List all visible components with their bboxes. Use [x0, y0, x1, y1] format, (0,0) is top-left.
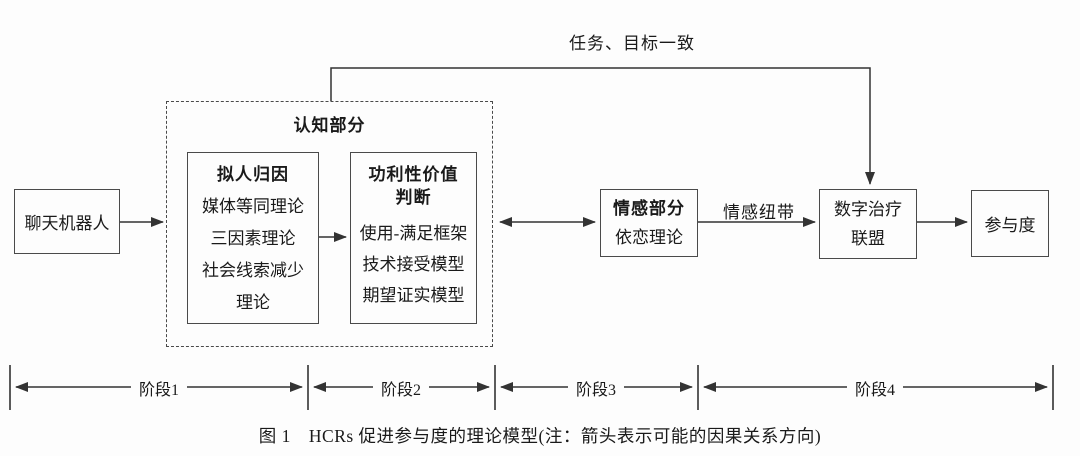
node-alliance-line1: 数字治疗 — [834, 200, 902, 219]
node-anthropomorphic-title: 拟人归因 — [217, 165, 289, 184]
node-chatbot-label: 聊天机器人 — [24, 214, 110, 233]
theory-line: 媒体等同理论 — [202, 197, 304, 216]
task-goal-label: 任务、目标一致 — [569, 34, 695, 53]
node-utilitarian-title-line2: 判断 — [395, 188, 432, 207]
figure-caption: 图 1 HCRs 促进参与度的理论模型(注：箭头表示可能的因果关系方向) — [258, 426, 822, 446]
theory-line: 技术接受模型 — [362, 255, 465, 274]
node-engagement: 参与度 — [971, 190, 1049, 257]
theory-line: 使用-满足框架 — [359, 224, 468, 243]
node-chatbot: 聊天机器人 — [14, 189, 120, 254]
node-digital-therapeutic-alliance: 数字治疗 联盟 — [819, 189, 917, 259]
node-emotion-theory: 依恋理论 — [615, 228, 683, 247]
theory-line: 社会线索减少 — [202, 261, 304, 280]
theory-line: 期望证实模型 — [362, 286, 465, 305]
emotional-bond-label: 情感纽带 — [723, 203, 795, 222]
stage-1-label: 阶段1 — [130, 376, 188, 400]
node-utilitarian-value: 功利性价值 判断 使用-满足框架 技术接受模型 期望证实模型 — [350, 152, 477, 324]
node-utilitarian-title-line1: 功利性价值 — [368, 165, 459, 184]
group-cognitive: 认知部分 — [166, 101, 493, 347]
theory-line: 理论 — [236, 293, 270, 312]
node-emotion-title: 情感部分 — [613, 199, 685, 218]
stage-4-label: 阶段4 — [846, 376, 904, 400]
stage-3-label: 阶段3 — [567, 376, 625, 400]
node-emotion: 情感部分 依恋理论 — [600, 189, 698, 257]
theory-line: 三因素理论 — [210, 229, 296, 248]
group-cognitive-title: 认知部分 — [293, 116, 366, 135]
node-engagement-label: 参与度 — [984, 216, 1036, 235]
node-alliance-line2: 联盟 — [851, 229, 885, 248]
node-anthropomorphic-attribution: 拟人归因 媒体等同理论 三因素理论 社会线索减少 理论 — [187, 152, 319, 324]
stage-2-label: 阶段2 — [372, 376, 430, 400]
